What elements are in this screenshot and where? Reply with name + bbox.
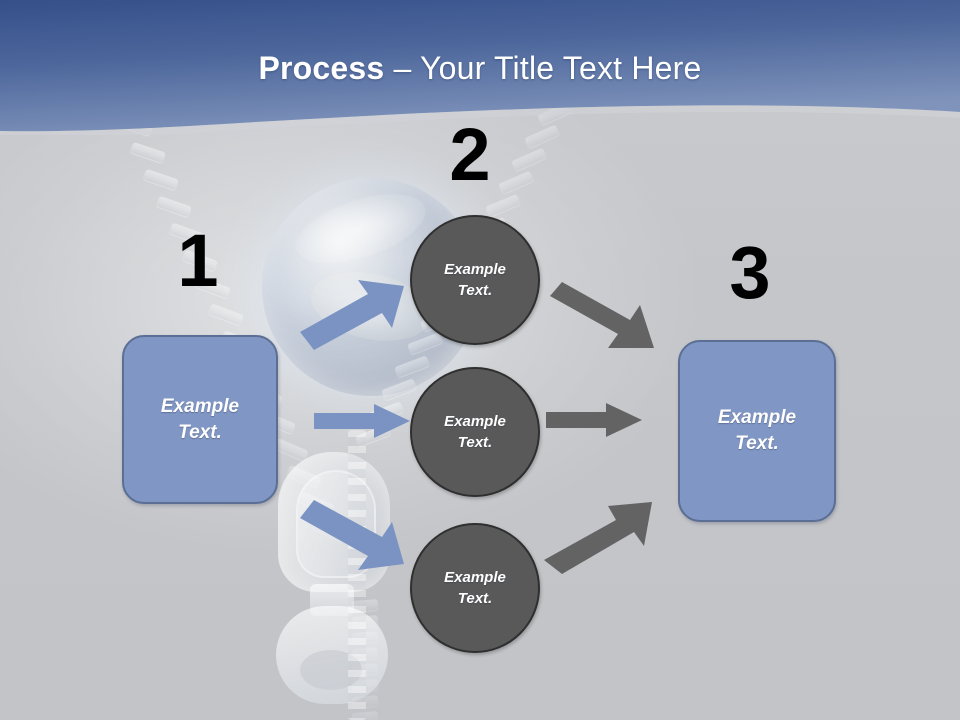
zipper-track bbox=[348, 430, 366, 720]
page-title-bold: Process bbox=[258, 50, 385, 86]
step-number-1: 1 bbox=[177, 219, 219, 302]
zipper-slider-inner bbox=[296, 470, 376, 578]
output-box-label: Example Text. bbox=[717, 407, 797, 454]
output-box[interactable]: Example Text. bbox=[678, 340, 836, 522]
arrow-circle-bottom-to-box bbox=[540, 498, 660, 574]
header-wave-shape bbox=[0, 0, 960, 135]
arrow-box-to-circle-top bbox=[300, 280, 410, 350]
zipper-pull-hole bbox=[300, 650, 362, 690]
arrow-box-to-circle-middle bbox=[314, 404, 410, 438]
arrow-circle-top-to-box bbox=[550, 282, 660, 352]
step-number-2: 2 bbox=[449, 113, 491, 196]
process-circle-bottom[interactable]: Example Text. bbox=[410, 523, 540, 653]
arrow-circle-middle-to-box bbox=[546, 403, 642, 437]
process-circle-middle[interactable]: Example Text. bbox=[410, 367, 540, 497]
input-box-label: Example Text. bbox=[160, 395, 240, 443]
arrow-box-to-circle-bottom bbox=[300, 500, 410, 570]
process-circle-middle-label: Example Text. bbox=[444, 413, 506, 451]
input-box[interactable]: Example Text. bbox=[122, 335, 278, 504]
step-number-3: 3 bbox=[729, 231, 771, 314]
process-circle-top-label: Example Text. bbox=[444, 261, 506, 299]
page-title-rest: – Your Title Text Here bbox=[384, 50, 702, 86]
process-circle-top[interactable]: Example Text. bbox=[410, 215, 540, 345]
slide-header: Process – Your Title Text Here bbox=[0, 0, 960, 135]
page-title: Process – Your Title Text Here bbox=[0, 48, 960, 88]
process-circle-bottom-label: Example Text. bbox=[444, 569, 506, 607]
